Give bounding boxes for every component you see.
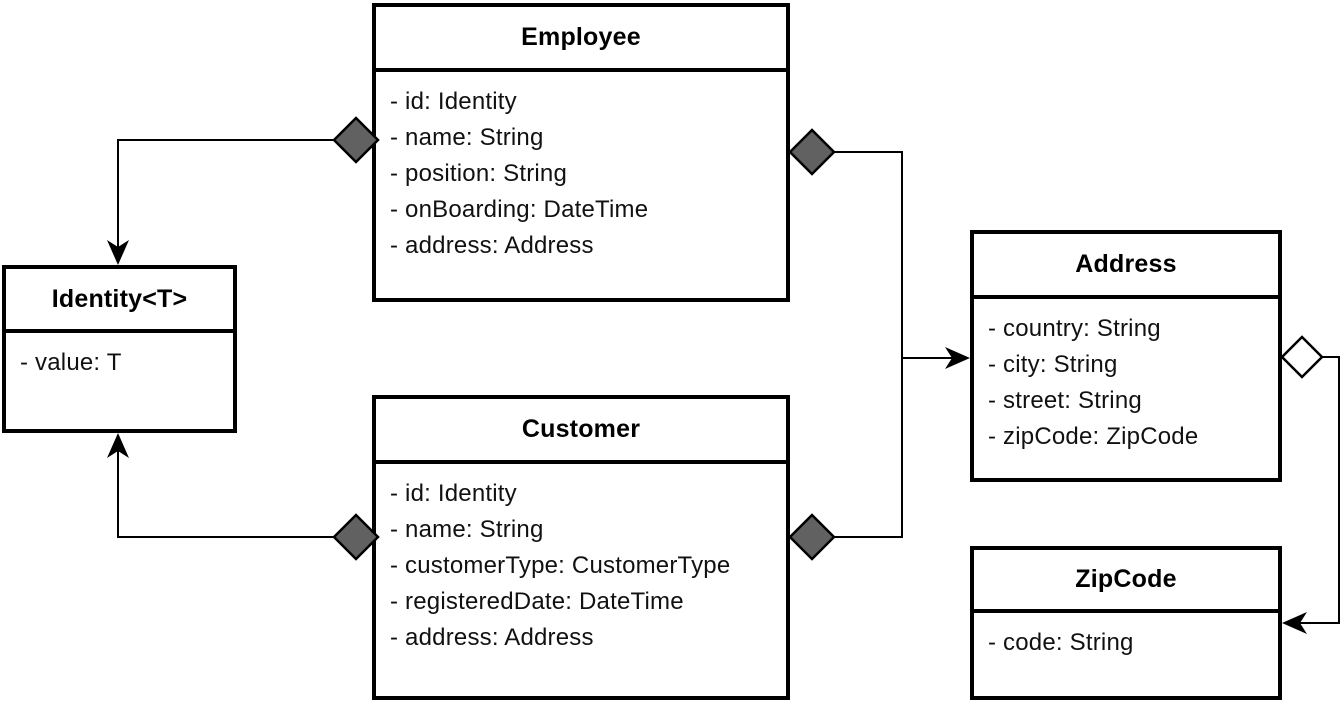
attribute: - registeredDate: DateTime	[390, 588, 684, 615]
attribute: - code: String	[988, 629, 1134, 656]
attribute: - address: Address	[390, 232, 594, 259]
open-arrow-icon	[945, 347, 970, 369]
class-attributes-address: - country: String - city: String - stree…	[974, 299, 1278, 455]
attribute: - id: Identity	[390, 88, 517, 115]
class-title-employee: Employee	[376, 7, 786, 72]
class-box-customer: Customer - id: Identity - name: String -…	[372, 395, 790, 700]
filled-diamond-icon	[788, 513, 836, 561]
open-arrow-icon	[1282, 612, 1307, 634]
attribute: - id: Identity	[390, 480, 517, 507]
open-arrow-icon	[107, 240, 129, 265]
attribute: - position: String	[390, 160, 568, 187]
attribute: - name: String	[390, 516, 544, 543]
attribute: - name: String	[390, 124, 544, 151]
relation-address-zipcode	[1280, 335, 1340, 634]
filled-diamond-icon	[788, 128, 836, 176]
class-attributes-employee: - id: Identity - name: String - position…	[376, 72, 786, 264]
relation-customer-identity	[107, 433, 380, 561]
class-box-employee: Employee - id: Identity - name: String -…	[372, 3, 790, 302]
attribute: - street: String	[988, 387, 1142, 414]
class-box-zipcode: ZipCode - code: String	[970, 546, 1282, 700]
open-arrow-icon	[107, 433, 129, 458]
attribute: - value: T	[20, 349, 122, 376]
class-title-identity: Identity<T>	[6, 269, 233, 333]
class-box-address: Address - country: String - city: String…	[970, 230, 1282, 482]
relation-employee-customer-address	[788, 128, 970, 561]
attribute: - zipCode: ZipCode	[988, 423, 1199, 450]
attribute: - address: Address	[390, 624, 594, 651]
class-attributes-identity: - value: T	[6, 333, 233, 381]
relation-employee-identity	[107, 116, 380, 265]
class-title-zipcode: ZipCode	[974, 550, 1278, 613]
hollow-diamond-icon	[1280, 335, 1324, 379]
attribute: - city: String	[988, 351, 1118, 378]
class-attributes-customer: - id: Identity - name: String - customer…	[376, 464, 786, 656]
attribute: - customerType: CustomerType	[390, 552, 731, 579]
class-title-customer: Customer	[376, 399, 786, 464]
attribute: - country: String	[988, 315, 1161, 342]
attribute: - onBoarding: DateTime	[390, 196, 649, 223]
class-title-address: Address	[974, 234, 1278, 299]
class-attributes-zipcode: - code: String	[974, 613, 1278, 661]
class-box-identity: Identity<T> - value: T	[2, 265, 237, 433]
